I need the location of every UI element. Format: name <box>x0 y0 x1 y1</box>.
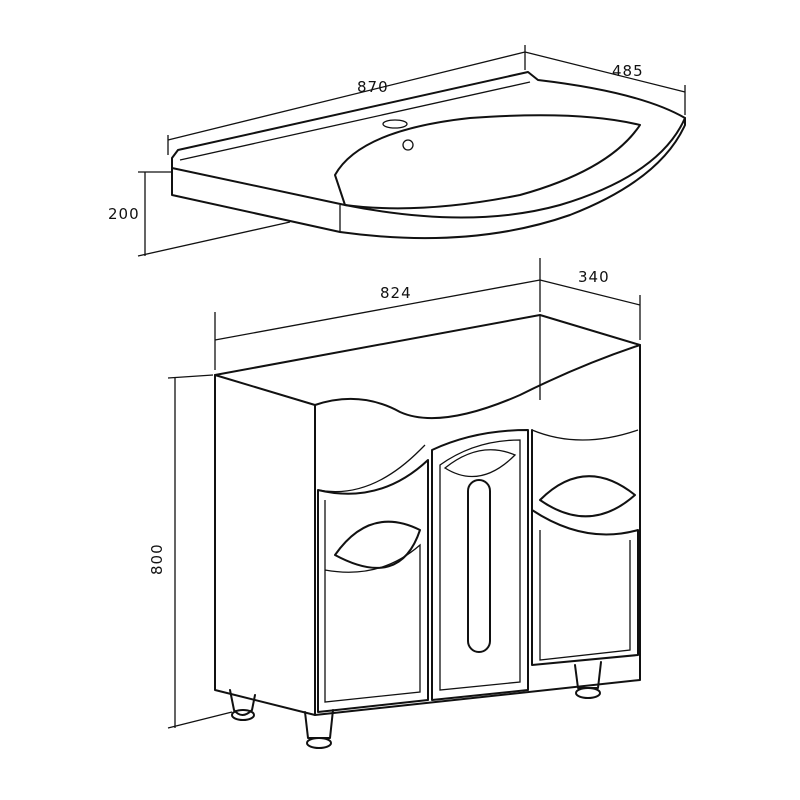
right-door-ornament <box>539 475 636 518</box>
dim-line-824 <box>214 279 541 341</box>
washbasin-top <box>171 71 686 219</box>
faucet-hole <box>382 119 408 129</box>
dim-line-340 <box>539 279 641 306</box>
dim-label-824: 824 <box>380 284 412 302</box>
left-door-inner <box>324 500 421 703</box>
cabinet <box>214 314 641 749</box>
washbasin-rim <box>179 81 531 161</box>
leg-foot <box>306 737 332 749</box>
leg-front-left <box>229 689 256 716</box>
dim-label-340: 340 <box>578 268 610 286</box>
center-door-inner <box>439 439 521 691</box>
left-door-ornament <box>334 520 421 569</box>
top-panel-curve <box>317 444 426 493</box>
dim-tick <box>167 374 214 379</box>
cabinet-dimensions: 824 340 800 <box>148 258 641 729</box>
dim-line-870 <box>167 51 526 141</box>
dim-label-870: 870 <box>357 78 389 96</box>
right-door-inner <box>539 530 631 661</box>
top-panel-curve-right <box>531 429 639 441</box>
leg-foot <box>231 709 255 721</box>
leg-foot <box>575 687 601 699</box>
washbasin <box>171 71 686 240</box>
dim-label-200: 200 <box>108 205 140 223</box>
center-door <box>431 429 529 701</box>
washbasin-dimensions: 870 485 200 <box>108 45 686 257</box>
dim-line-485 <box>524 51 686 93</box>
drain-hole <box>402 139 414 151</box>
right-door <box>531 429 639 666</box>
dim-label-800: 800 <box>148 543 166 575</box>
center-door-arch <box>443 449 517 478</box>
washbasin-bowl <box>334 114 641 210</box>
center-door-window <box>467 479 491 653</box>
left-door <box>317 459 429 713</box>
washbasin-front <box>171 117 686 240</box>
cabinet-side <box>214 374 316 716</box>
dim-tick <box>167 711 233 729</box>
dim-tick <box>137 221 291 257</box>
cabinet-front <box>314 344 641 716</box>
dim-label-485: 485 <box>612 62 644 80</box>
cabinet-back-top <box>214 314 641 376</box>
